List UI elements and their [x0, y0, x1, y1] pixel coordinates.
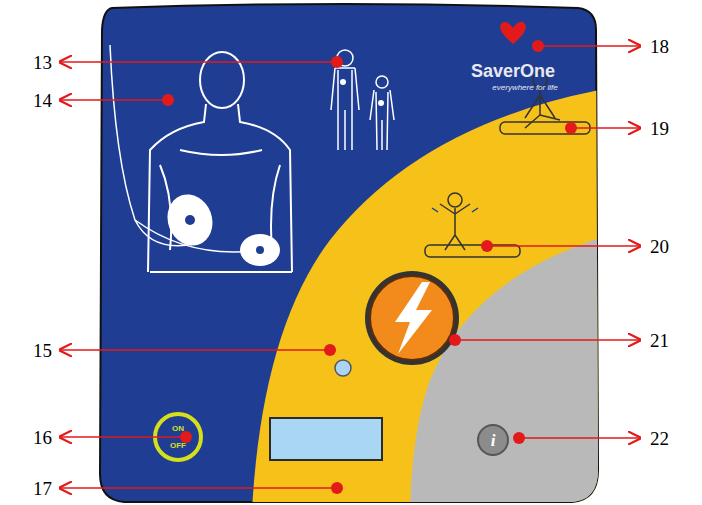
callout-number: 21 — [650, 331, 669, 350]
callout-number: 22 — [650, 429, 669, 448]
button-label: ON — [172, 425, 184, 433]
lcd-display — [270, 418, 382, 460]
leader-lines — [60, 46, 640, 488]
info-icon-text: i — [491, 432, 496, 449]
logo-heart — [500, 22, 526, 44]
callout-number: 20 — [650, 237, 669, 256]
callout-number: 18 — [650, 37, 669, 56]
grey-area — [410, 238, 600, 505]
info-button — [478, 425, 508, 455]
adult-child-figures — [331, 50, 394, 150]
logo-tagline: everywhere for life — [492, 84, 557, 92]
callout-number: 17 — [33, 479, 52, 498]
button-label: OFF — [170, 442, 186, 450]
electrode-pad — [160, 188, 219, 252]
shock-button — [365, 271, 459, 365]
callout-number: 14 — [33, 91, 52, 110]
callout-number: 13 — [33, 53, 52, 72]
patient-figure — [110, 45, 292, 272]
yellow-area — [252, 90, 600, 505]
callout-number: 19 — [650, 119, 669, 138]
callout-number: 16 — [33, 428, 52, 447]
callout-number: 15 — [33, 341, 52, 360]
status-led — [335, 360, 351, 376]
device-body — [100, 4, 600, 505]
leader-dots — [162, 40, 577, 494]
cpr-icons — [425, 73, 590, 257]
electrode-pad — [240, 234, 280, 266]
logo-text: SaverOne — [471, 62, 555, 80]
